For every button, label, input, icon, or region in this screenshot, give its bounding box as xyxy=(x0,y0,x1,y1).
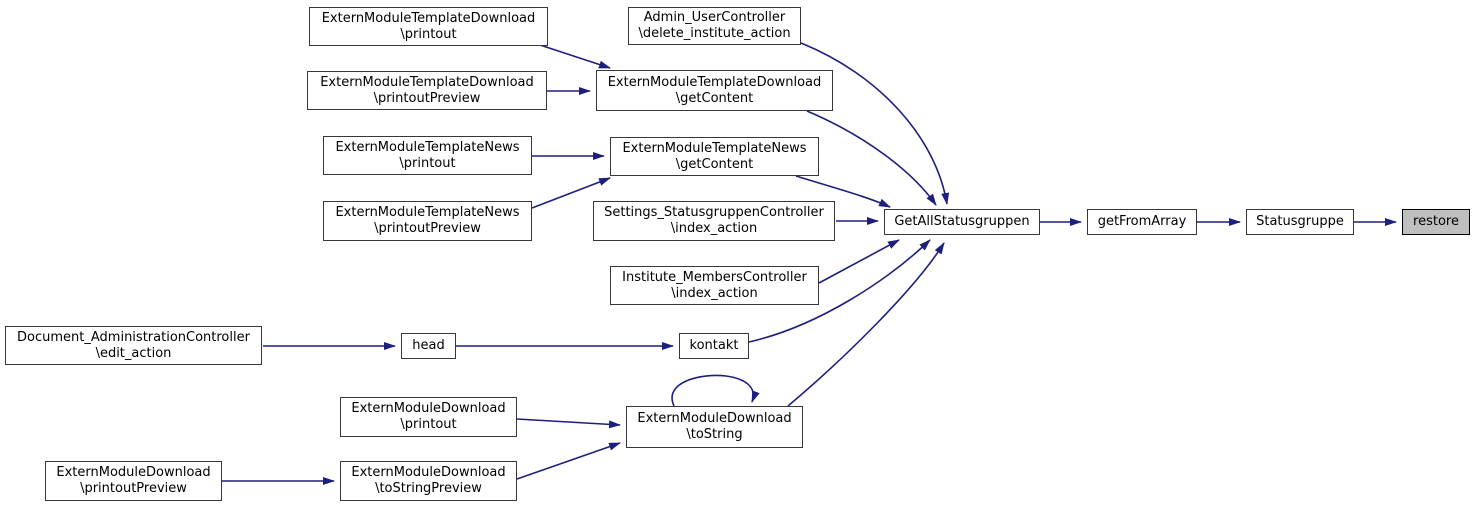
node-externmoduletemplatenews-getcontent[interactable]: ExternModuleTemplateNews \getContent xyxy=(610,137,819,176)
node-externmoduledownload-tostring[interactable]: ExternModuleDownload \toString xyxy=(626,406,803,448)
edge-emd-printout-to-tostring xyxy=(516,418,621,429)
node-head[interactable]: head xyxy=(401,333,456,359)
node-settings-statusgruppencontroller-index-action[interactable]: Settings_StatusgruppenController \index_… xyxy=(593,201,835,241)
edge-admin-to-getallstatusgruppen xyxy=(800,42,950,205)
node-statusgruppe[interactable]: Statusgruppe xyxy=(1246,209,1354,235)
edge-tostring-to-getallstatusgruppen xyxy=(787,242,945,407)
node-externmoduledownload-tostringpreview[interactable]: ExternModuleDownload \toStringPreview xyxy=(340,461,517,501)
node-externmoduletemplatedownload-getcontent[interactable]: ExternModuleTemplateDownload \getContent xyxy=(596,70,833,111)
node-externmoduletemplatedownload-printout[interactable]: ExternModuleTemplateDownload \printout xyxy=(309,7,548,46)
node-externmoduletemplatenews-printoutpreview[interactable]: ExternModuleTemplateNews \printoutPrevie… xyxy=(323,201,532,241)
edge-tostring-self-loop xyxy=(671,374,760,407)
node-getfromarray[interactable]: getFromArray xyxy=(1087,209,1197,235)
node-restore-current: restore xyxy=(1402,209,1470,235)
edge-emtd-getcontent-to-getallstatusgruppen xyxy=(806,110,937,206)
node-admin-usercontroller-delete-institute-action[interactable]: Admin_UserController \delete_institute_a… xyxy=(628,7,801,45)
node-document-administrationcontroller-edit-action[interactable]: Document_AdministrationController \edit_… xyxy=(5,326,262,365)
node-getallstatusgruppen[interactable]: GetAllStatusgruppen xyxy=(884,209,1040,235)
edge-emtn-getcontent-to-getallstatusgruppen xyxy=(795,175,891,208)
node-externmoduletemplatenews-printout[interactable]: ExternModuleTemplateNews \printout xyxy=(323,136,532,175)
node-kontakt[interactable]: kontakt xyxy=(679,333,749,359)
edge-kontakt-to-getallstatusgruppen xyxy=(748,239,931,343)
node-externmoduledownload-printout[interactable]: ExternModuleDownload \printout xyxy=(340,397,517,437)
edge-emtd-printout-to-getcontent xyxy=(539,44,611,69)
edge-emtn-printoutpreview-to-getcontent xyxy=(531,177,611,209)
node-externmoduletemplatedownload-printoutpreview[interactable]: ExternModuleTemplateDownload \printoutPr… xyxy=(307,71,547,110)
node-externmoduledownload-printoutpreview[interactable]: ExternModuleDownload \printoutPreview xyxy=(45,461,222,501)
edge-institute-to-getallstatusgruppen xyxy=(818,239,900,284)
node-institute-memberscontroller-index-action[interactable]: Institute_MembersController \index_actio… xyxy=(610,266,819,305)
edge-emd-tostringpreview-to-tostring xyxy=(516,442,621,480)
